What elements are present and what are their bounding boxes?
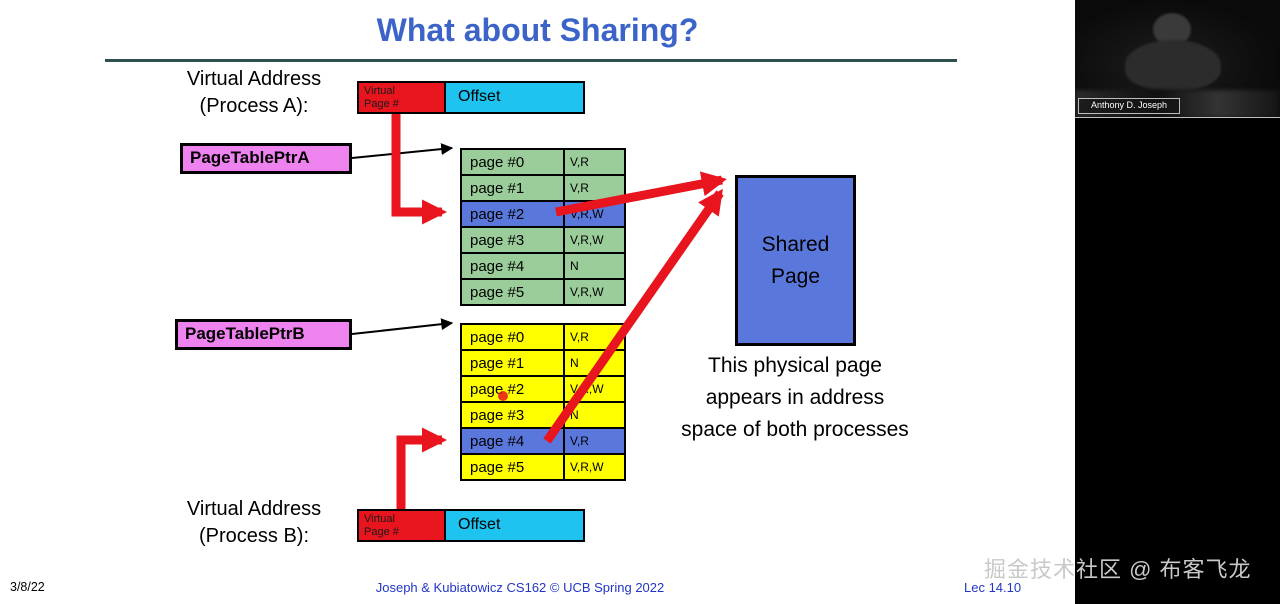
perm-cell: N: [565, 254, 624, 278]
virtual-address-b-line1: Virtual Address: [186, 498, 322, 520]
title-underline: [105, 59, 957, 62]
vpn-b-line2: Page #: [364, 526, 399, 538]
arrow-vpn-b-to-page4: [396, 427, 448, 509]
virtual-page-number-box-a: Virtual Page #: [357, 81, 446, 114]
perm-cell: V,R,W: [565, 455, 624, 479]
shared-page-line2: Page: [770, 264, 821, 288]
perm-cell: V,R: [565, 176, 624, 200]
perm-cell: N: [565, 351, 624, 375]
perm-cell-highlighted: V,R,W: [565, 202, 624, 226]
annotation-line1: This physical page: [708, 354, 882, 377]
page-cell: page #5: [462, 280, 563, 304]
arrow-ptr-a-to-table-a: [351, 143, 454, 159]
offset-box-a: Offset: [444, 81, 585, 114]
page-cell: page #1: [462, 351, 563, 375]
shared-page-line1: Shared: [761, 232, 830, 256]
vpn-a-line2: Page #: [364, 98, 399, 110]
page-cell: page #3: [462, 228, 563, 252]
page-cell-highlighted: page #4: [462, 429, 563, 453]
virtual-address-b-line2: (Process B):: [198, 525, 310, 547]
perm-cell: N: [565, 403, 624, 427]
perm-cell: V,R: [565, 325, 624, 349]
page-cell: page #0: [462, 150, 563, 174]
virtual-page-number-box-b: Virtual Page #: [357, 509, 446, 542]
footer-date: 3/8/22: [10, 580, 45, 594]
shared-page-box: Shared Page: [735, 175, 856, 346]
page-cell: page #4: [462, 254, 563, 278]
virtual-address-a-line2: (Process A):: [199, 95, 309, 117]
perm-cell: V,R,W: [565, 280, 624, 304]
perm-cell: V,R,W: [565, 228, 624, 252]
perm-cell: V,R,W: [565, 377, 624, 401]
virtual-address-b-label: Virtual Address (Process B):: [168, 496, 340, 550]
footer-credit: Joseph & Kubiatowicz CS162 © UCB Spring …: [375, 580, 665, 595]
arrow-ptr-b-to-table-b: [351, 318, 454, 335]
page-cell: page #0: [462, 325, 563, 349]
annotation-line2: appears in address: [705, 386, 885, 409]
perm-cell-highlighted: V,R: [565, 429, 624, 453]
vpn-a-line1: Virtual: [364, 85, 395, 97]
page-cell: page #3: [462, 403, 563, 427]
vpn-b-line1: Virtual: [364, 513, 395, 525]
page-cell-highlighted: page #2: [462, 202, 563, 226]
page-table-a: page #0 V,R page #1 V,R page #2 V,R,W pa…: [460, 148, 626, 306]
arrow-vpn-a-to-page2: [391, 114, 448, 225]
watermark: 掘金技术社区 @ 布客飞龙: [984, 557, 1252, 582]
annotation-line3: space of both processes: [681, 418, 909, 441]
page-table-b: page #0 V,R page #1 N page #2 V,R,W page…: [460, 323, 626, 481]
shared-page-annotation: This physical page appears in address sp…: [645, 350, 945, 446]
page-cell: page #2: [462, 377, 563, 401]
video-panel: Anthony D. Joseph: [1075, 0, 1280, 604]
footer-lecture-number: Lec 14.10: [964, 580, 1022, 595]
offset-box-b: Offset: [444, 509, 585, 542]
page-cell: page #5: [462, 455, 563, 479]
speaker-name-caption: Anthony D. Joseph: [1078, 98, 1181, 114]
page-cell: page #1: [462, 176, 563, 200]
virtual-address-a-label: Virtual Address (Process A):: [168, 66, 340, 120]
slide-title: What about Sharing?: [376, 12, 699, 48]
webcam-view: Anthony D. Joseph: [1075, 0, 1280, 118]
page-table-ptr-a-box: PageTablePtrA: [180, 143, 352, 174]
virtual-address-a-line1: Virtual Address: [186, 68, 322, 90]
perm-cell: V,R: [565, 150, 624, 174]
page-table-ptr-b-box: PageTablePtrB: [175, 319, 352, 350]
person-silhouette-torso: [1125, 40, 1221, 90]
